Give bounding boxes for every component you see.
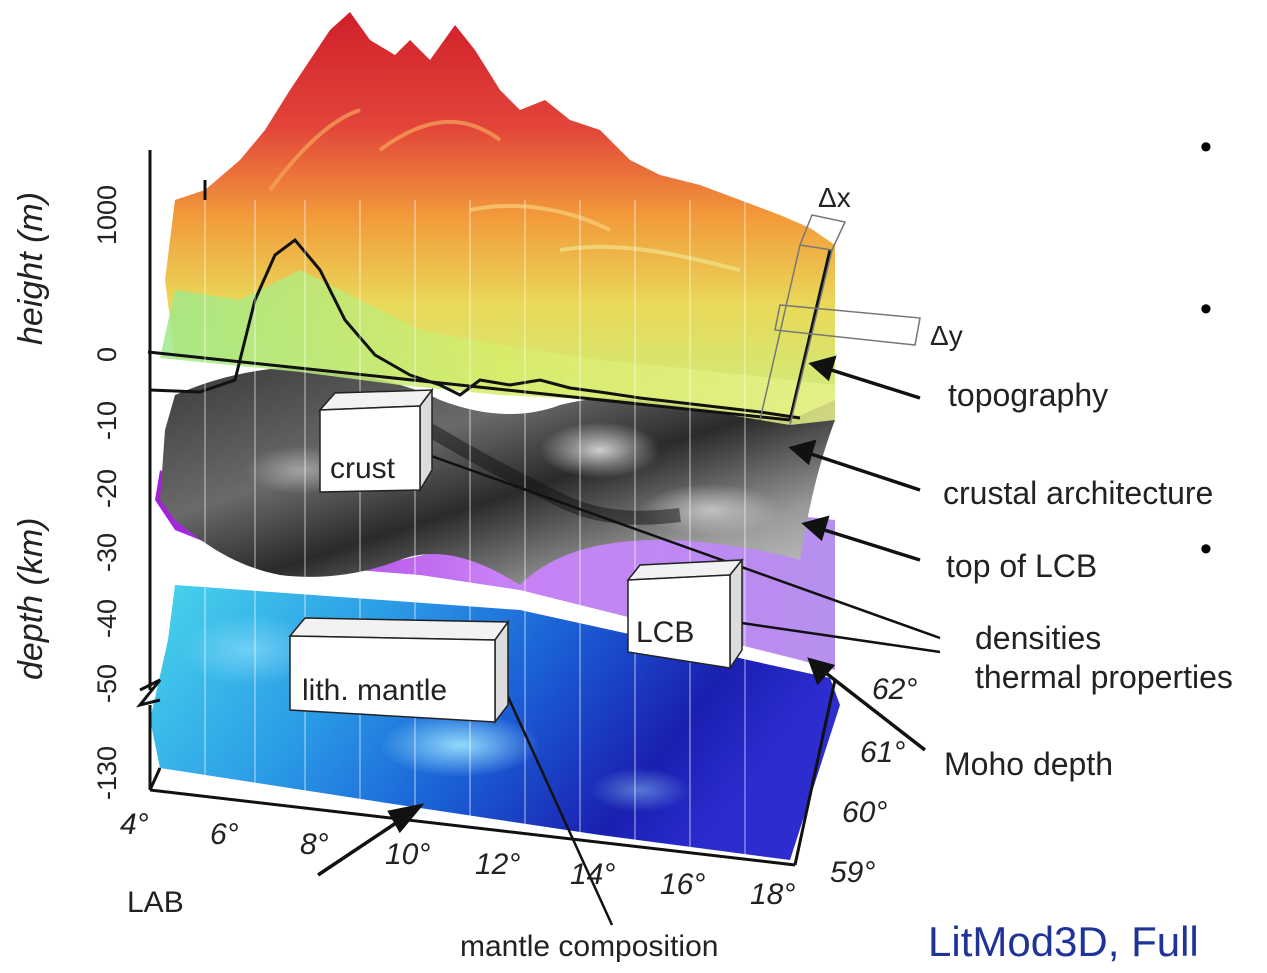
height-tick-0: 0 <box>92 346 122 362</box>
depth-tick-20: -20 <box>92 468 122 508</box>
lat-tick-62: 62° <box>872 673 918 706</box>
annotation-arrows <box>317 355 941 926</box>
lon-tick-8: 8° <box>300 828 329 861</box>
depth-tick-40: -40 <box>92 598 122 638</box>
crust-box-label: crust <box>330 452 396 485</box>
crustal-architecture-label: crustal architecture <box>943 475 1214 511</box>
mantle-box-label: lith. mantle <box>302 674 448 707</box>
mantle-composition-label: mantle composition <box>460 930 719 963</box>
lon-tick-12: 12° <box>475 848 521 881</box>
depth-tick-50: -50 <box>92 663 122 703</box>
lcb-box-label: LCB <box>636 616 695 649</box>
depth-tick-130: -130 <box>92 745 122 800</box>
lab-label: LAB <box>127 886 184 919</box>
topography-surface <box>147 12 835 425</box>
lon-tick-10: 10° <box>385 838 431 871</box>
depth-tick-10: -10 <box>92 400 122 440</box>
moho-depth-label: Moho depth <box>944 746 1114 782</box>
grid-dy-label: Δy <box>930 320 963 351</box>
bullet-1: • <box>1200 128 1212 166</box>
lon-tick-16: 16° <box>660 868 706 901</box>
footer-title: LitMod3D, Full <box>928 918 1199 965</box>
bullet-3: • <box>1200 530 1212 568</box>
densities-label: densities <box>975 620 1102 656</box>
lon-tick-4: 4° <box>120 808 149 841</box>
height-axis-title: height (m) <box>12 191 50 345</box>
grid-cell-box <box>759 214 921 426</box>
bullet-2: • <box>1200 290 1212 328</box>
depth-axis-title: depth (km) <box>12 517 50 681</box>
axes <box>136 150 837 867</box>
lat-tick-61: 61° <box>860 736 906 769</box>
depth-tick-30: -30 <box>92 532 122 572</box>
top-of-lcb-label: top of LCB <box>946 548 1098 584</box>
lat-tick-59: 59° <box>830 856 876 889</box>
height-tick-1000: 1000 <box>92 184 122 245</box>
layer-boxes <box>288 387 744 725</box>
lon-tick-6: 6° <box>210 818 239 851</box>
thermal-properties-label: thermal properties <box>975 659 1233 695</box>
lon-tick-14: 14° <box>570 858 616 891</box>
lat-tick-60: 60° <box>842 796 888 829</box>
lon-tick-18: 18° <box>750 878 796 911</box>
topography-label: topography <box>948 377 1109 413</box>
grid-dx-label: Δx <box>818 182 851 213</box>
